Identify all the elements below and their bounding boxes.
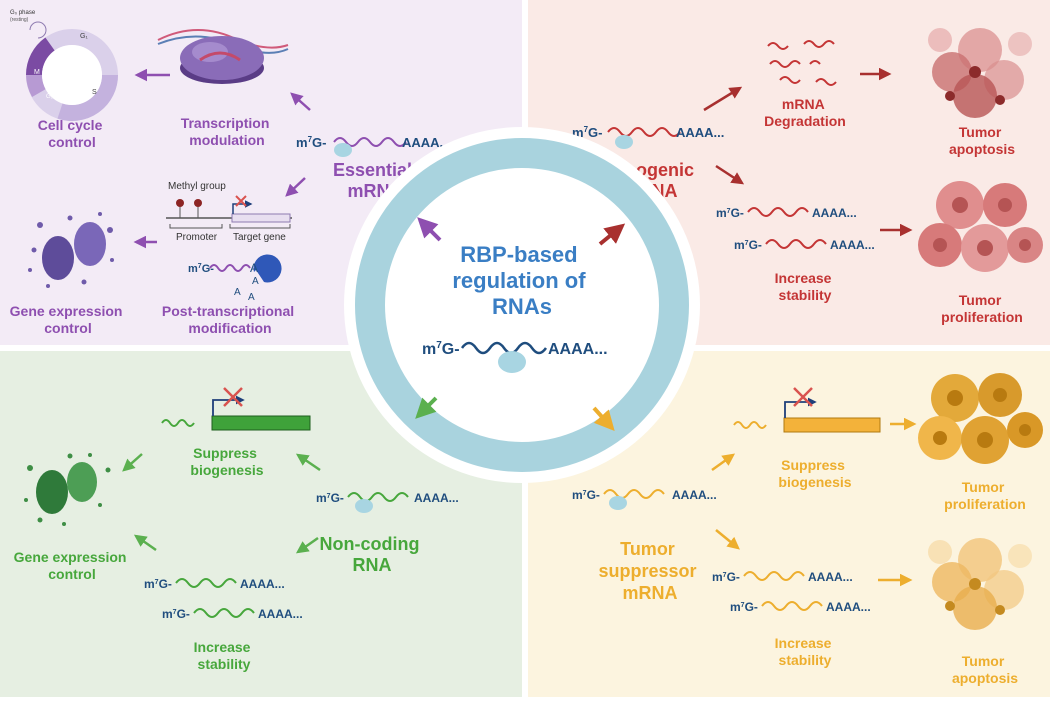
oncogenic-stable-strand-1: m7G- AAAA... [716,206,857,220]
arrow-to-noncoding-suppress [295,453,321,472]
tumor-apoptosis-cells-orange [928,538,1032,630]
noncoding-gene-diagram [161,387,311,431]
methyl-group-label: Methyl group [168,181,226,192]
cell-cycle-label: Cell cycle control [38,117,107,150]
polymerase-icon [157,29,289,84]
gene-expression-label-green: Gene expression control [14,549,131,582]
svg-text:AAAA...: AAAA... [830,238,875,252]
svg-text:m7G-: m7G- [188,263,214,275]
svg-text:A: A [234,287,241,298]
svg-text:AAAA...: AAAA... [672,488,717,502]
suppressor-gene-diagram [733,387,881,433]
center-arrow-orange [592,406,615,431]
suppressor-main-strand: m7G- AAAA... [572,488,717,510]
tumor-apoptosis-label-orange: Tumor apoptosis [952,653,1018,686]
cycle-g0-label: G₀ phase [10,10,36,16]
svg-text:AAAA...: AAAA... [414,491,459,505]
tumor-apoptosis-label-red: Tumor apoptosis [949,124,1015,157]
svg-text:m7G-: m7G- [730,600,758,614]
center-ring [355,138,689,472]
noncoding-stable-strand-1: m7G- AAAA... [144,577,285,591]
oncogenic-stable-strand-2: m7G- AAAA... [734,238,875,252]
ptm-strand: m7G- A A A A [188,254,282,303]
noncoding-title: Non-coding RNA [320,534,425,575]
cycle-m-label: M [34,69,40,76]
svg-text:m7G-: m7G- [734,238,762,252]
arrow-green-upper [122,453,143,472]
svg-text:A: A [252,276,259,287]
svg-text:AAAA...: AAAA... [240,577,285,591]
svg-text:m7G-: m7G- [144,577,172,591]
cycle-g0-sub: (resting) [10,17,29,23]
arrow-to-suppressor-stability [715,529,740,550]
center-arrow-purple [417,217,442,242]
promoter-label: Promoter [176,232,218,243]
arrow-green-lower [133,534,157,552]
transcription-label: Transcription modulation [181,115,274,148]
target-gene-label: Target gene [233,232,286,243]
center-arrow-red [598,223,626,246]
degradation-label: mRNA Degradation [764,96,846,129]
tumor-proliferation-label-red: Tumor proliferation [941,292,1023,325]
arrow-to-suppressor-suppress [711,453,736,472]
svg-text:AAAA...: AAAA... [808,570,853,584]
cycle-g1-label: G₁ [80,33,88,40]
center-mrna-strand: m7G- AAAA... [422,340,608,373]
svg-text:A: A [248,292,255,303]
noncoding-stable-strand-2: m7G- AAAA... [162,607,303,621]
svg-text:AAAA...: AAAA... [258,607,303,621]
arrow-to-noncoding-stability [295,536,319,554]
svg-text:AAAA...: AAAA... [826,600,871,614]
gene-expression-label-purple: Gene expression control [10,303,127,336]
svg-text:AAAA...: AAAA... [402,135,450,150]
tumor-proliferation-label-orange: Tumor proliferation [944,479,1026,512]
cell-cycle-icon: G₀ phase (resting) G₁ M G₂ S [10,10,118,121]
tumor-proliferation-cells-orange [918,373,1043,464]
svg-text:m7G-: m7G- [572,125,602,140]
suppressor-suppress-label: Suppress biogenesis [778,457,851,490]
svg-text:A: A [250,261,258,275]
svg-text:AAAA...: AAAA... [548,341,608,358]
suppressor-stability-label: Increase stability [775,635,836,668]
center-white-disc [344,127,700,483]
svg-text:m7G-: m7G- [572,488,600,502]
arrow-to-stability-red [715,164,745,185]
suppressor-title: Tumor suppressor mRNA [598,539,701,603]
arrow-to-promoter [285,177,306,197]
center-title: RBP-based regulation of RNAs [452,242,591,319]
suppressor-stable-strand-1: m7G- AAAA... [712,570,853,584]
svg-text:AAAA...: AAAA... [812,206,857,220]
svg-text:AAAA...: AAAA... [676,125,724,140]
noncoding-stability-label: Increase stability [194,639,255,672]
svg-text:m7G-: m7G- [716,206,744,220]
arrow-to-degradation [703,86,743,112]
noncoding-suppress-label: Suppress biogenesis [190,445,263,478]
tumor-apoptosis-cells-red [928,28,1032,118]
svg-text:m7G-: m7G- [316,491,344,505]
tumor-proliferation-cells-red [918,181,1043,272]
arrow-to-transcription [290,92,311,111]
essential-mrna-strand: m7G- AAAA... [296,135,450,157]
degraded-rna-icon [767,40,837,86]
center-arrow-green [415,396,438,419]
cycle-g2-label: G₂ [46,94,54,100]
svg-text:m7G-: m7G- [422,340,460,358]
oncogenic-mrna-strand: m7G- AAAA... [572,125,724,149]
ptm-label: Post-transcriptional modification [162,303,298,336]
cycle-s-label: S [92,89,97,96]
gene-expression-blob-green [24,453,111,526]
oncogenic-stability-label: Increase stability [775,270,836,303]
promoter-diagram: Methyl group Promoter Target gene [166,181,292,243]
suppressor-stable-strand-2: m7G- AAAA... [730,600,871,614]
gene-expression-blob-purple [28,212,114,288]
noncoding-main-strand: m7G- AAAA... [316,491,459,513]
svg-text:m7G-: m7G- [712,570,740,584]
svg-text:m7G-: m7G- [296,135,326,150]
svg-text:m7G-: m7G- [162,607,190,621]
